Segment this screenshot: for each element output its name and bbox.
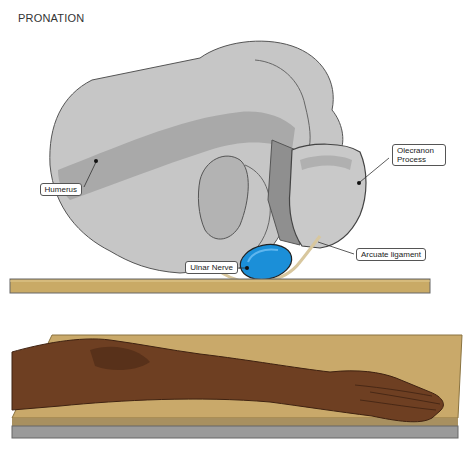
olecranon-shade — [300, 156, 352, 171]
leader-line — [360, 158, 389, 182]
support-board — [10, 279, 430, 293]
callout-label: Arcuate ligament — [361, 250, 421, 259]
leader-line — [84, 162, 96, 187]
leader-dot — [245, 266, 249, 270]
callout-box: Humerus — [40, 183, 82, 196]
humerus-shade — [58, 112, 295, 200]
leader-dot — [94, 159, 98, 163]
humerus-fossa — [198, 156, 248, 239]
figure-title: PRONATION — [18, 12, 84, 24]
olecranon-process — [290, 144, 367, 248]
condyle-edge — [245, 165, 270, 258]
leader-line — [239, 268, 246, 269]
trochlea-ridge — [255, 60, 310, 152]
callout-label: Olecranon Process — [397, 146, 441, 164]
leader-dot — [357, 181, 361, 185]
arm-board-base — [12, 426, 458, 438]
callout-label: Humerus — [45, 185, 77, 194]
forearm-shade — [90, 347, 150, 370]
callout-label: Ulnar Nerve — [190, 263, 233, 272]
board-top — [10, 281, 430, 282]
ulnar-nerve — [237, 240, 295, 284]
forearm — [12, 339, 443, 422]
callout-box: Ulnar Nerve — [185, 261, 238, 274]
nerve-highlight — [248, 250, 278, 263]
leader-line — [318, 242, 354, 254]
hand-fingers — [355, 385, 440, 410]
callout-box: Arcuate ligament — [356, 248, 426, 261]
callout-box: Olecranon Process — [392, 144, 446, 166]
